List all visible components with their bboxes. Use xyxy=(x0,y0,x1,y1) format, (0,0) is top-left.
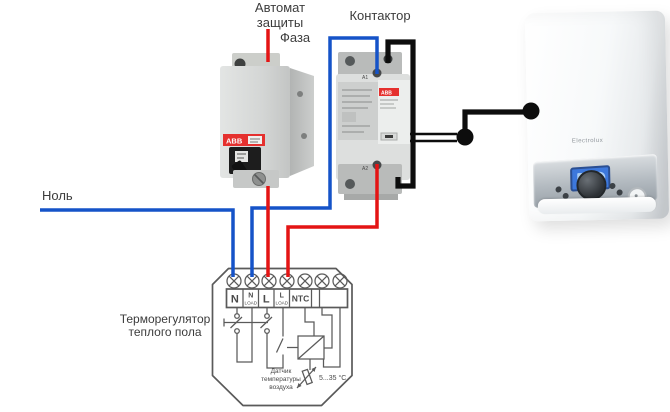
label-thermostat: Терморегулятор теплого пола xyxy=(119,312,211,340)
contactor-bottom-screw-icon xyxy=(345,179,355,189)
contactor-top-screw-icon xyxy=(345,56,355,66)
breaker-toggle-label xyxy=(235,151,248,162)
terminal-strip: N N LOAD L L LOAD NTC xyxy=(225,288,349,309)
terminal-label-ntc: NTC xyxy=(292,294,309,304)
contactor-brand-band xyxy=(379,88,399,96)
label-neutral: Ноль xyxy=(42,188,73,203)
breaker-side-face xyxy=(290,68,314,176)
label-breaker: Автомат защиты xyxy=(254,0,306,30)
breaker-side-hole-icon xyxy=(297,91,303,97)
junction-dot xyxy=(456,128,474,146)
terminal-label-l: L xyxy=(263,294,270,306)
breaker-rating-label xyxy=(248,136,262,144)
svg-text:воздуха: воздуха xyxy=(269,384,293,391)
contactor-a1-text: A1 xyxy=(362,75,368,81)
contactor-din-clip xyxy=(344,194,398,200)
breaker-side-hole-icon xyxy=(301,133,307,139)
contactor-spec-sticker xyxy=(338,82,378,140)
thermistor-icon xyxy=(296,366,317,389)
contactor-indicator-slot xyxy=(385,135,393,138)
neutral-wire-contactor-coil xyxy=(250,36,379,277)
contactor-brand-text: ABB xyxy=(381,91,392,97)
neutral-wire-supply xyxy=(40,208,235,277)
sensor-label: Датчик температуры воздуха xyxy=(261,368,301,391)
sensor-range-text: 5...35 °C xyxy=(319,374,346,382)
phase-wire-thermostat-to-coil xyxy=(286,164,379,277)
thermostat-internal-circuit: 5...35 °C Датчик температуры воздуха xyxy=(223,307,346,391)
terminal-label-nload-main: N xyxy=(248,293,253,300)
contactor-sticker-box xyxy=(342,112,356,122)
terminal-label-n: N xyxy=(231,294,239,306)
circuit-breaker-device: ABB xyxy=(220,53,314,188)
terminal-label-lload-sub: LOAD xyxy=(276,301,289,306)
svg-text:Датчик: Датчик xyxy=(271,368,292,375)
label-phase: Фаза xyxy=(280,30,311,45)
terminal-label-nload-sub: LOAD xyxy=(245,301,258,306)
svg-text:температуры: температуры xyxy=(261,376,301,383)
breaker-brand-text: ABB xyxy=(226,137,243,146)
terminal-label-lload-main: L xyxy=(280,293,285,300)
load-wire-to-boiler xyxy=(462,109,527,136)
label-contactor: Контактор xyxy=(349,8,411,23)
contactor-a2-text: A2 xyxy=(362,166,368,172)
boiler-connection-dot xyxy=(522,102,540,120)
load-wire-contactor-loop xyxy=(385,39,416,189)
